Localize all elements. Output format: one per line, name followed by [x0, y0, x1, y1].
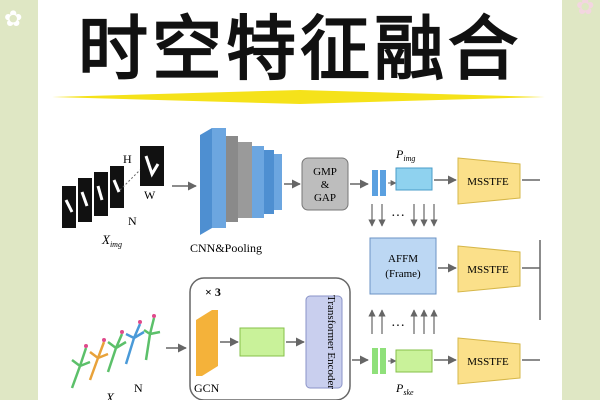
page-title: 时空特征融合 — [78, 7, 522, 90]
p-img-label: P — [395, 147, 404, 161]
highlight-bar — [52, 90, 545, 104]
p-img-box — [395, 167, 433, 191]
p-img-sub: img — [403, 154, 415, 163]
gmp-gap-box — [301, 157, 349, 211]
dim-w-label: W — [144, 188, 156, 202]
dots-bottom: ··· — [391, 319, 405, 334]
cnn-pooling-block — [200, 128, 282, 235]
input-img-sub: img — [110, 240, 122, 249]
gmp-amp-label: & — [321, 179, 330, 191]
transformer-encoder-block — [305, 295, 343, 389]
transformer-label: Transformer Encoder — [325, 295, 337, 389]
msstfe-bottom-label: MSSTFE — [467, 356, 509, 368]
gap-label: GAP — [314, 192, 336, 204]
msstfe-middle — [457, 245, 521, 293]
dim-n-label: N — [128, 214, 137, 228]
affm-label: AFFM — [388, 253, 418, 265]
image-input-stack — [62, 146, 164, 228]
skeleton-input — [70, 314, 161, 389]
affm-box — [369, 237, 437, 295]
gcn-feature-box — [239, 327, 285, 357]
dots-top: ··· — [391, 209, 405, 224]
skeleton-x-label: X — [105, 390, 115, 400]
msstfe-top — [457, 157, 521, 205]
p-ske-sub: ske — [403, 388, 414, 397]
flower-icon: ✿ — [576, 0, 595, 19]
skeleton-n-label: N — [134, 381, 143, 395]
affm-sub-label: (Frame) — [385, 268, 421, 280]
p-ske-box — [395, 349, 433, 373]
dim-h-label: H — [123, 152, 132, 166]
input-img-label: X — [101, 232, 111, 247]
p-img-thin-1 — [372, 170, 378, 196]
cnn-label: CNN&Pooling — [190, 241, 262, 255]
gcn-block — [196, 310, 218, 376]
msstfe-middle-label: MSSTFE — [467, 264, 509, 276]
p-ske-label: P — [395, 381, 404, 395]
msstfe-bottom — [457, 337, 521, 385]
gmp-label: GMP — [313, 166, 337, 178]
p-ske-thin-1 — [372, 348, 378, 374]
p-ske-thin-2 — [380, 348, 386, 374]
repeat-label: × 3 — [205, 285, 221, 299]
svg-text:Ximg: Ximg — [101, 232, 122, 249]
gcn-label: GCN — [194, 381, 220, 395]
flower-icon: ✿ — [4, 6, 23, 31]
p-img-thin-2 — [380, 170, 386, 196]
svg-text:Pimg: Pimg — [395, 147, 415, 163]
msstfe-top-label: MSSTFE — [467, 176, 509, 188]
gcn-transformer-frame — [189, 277, 351, 400]
svg-text:Pske: Pske — [395, 381, 414, 397]
